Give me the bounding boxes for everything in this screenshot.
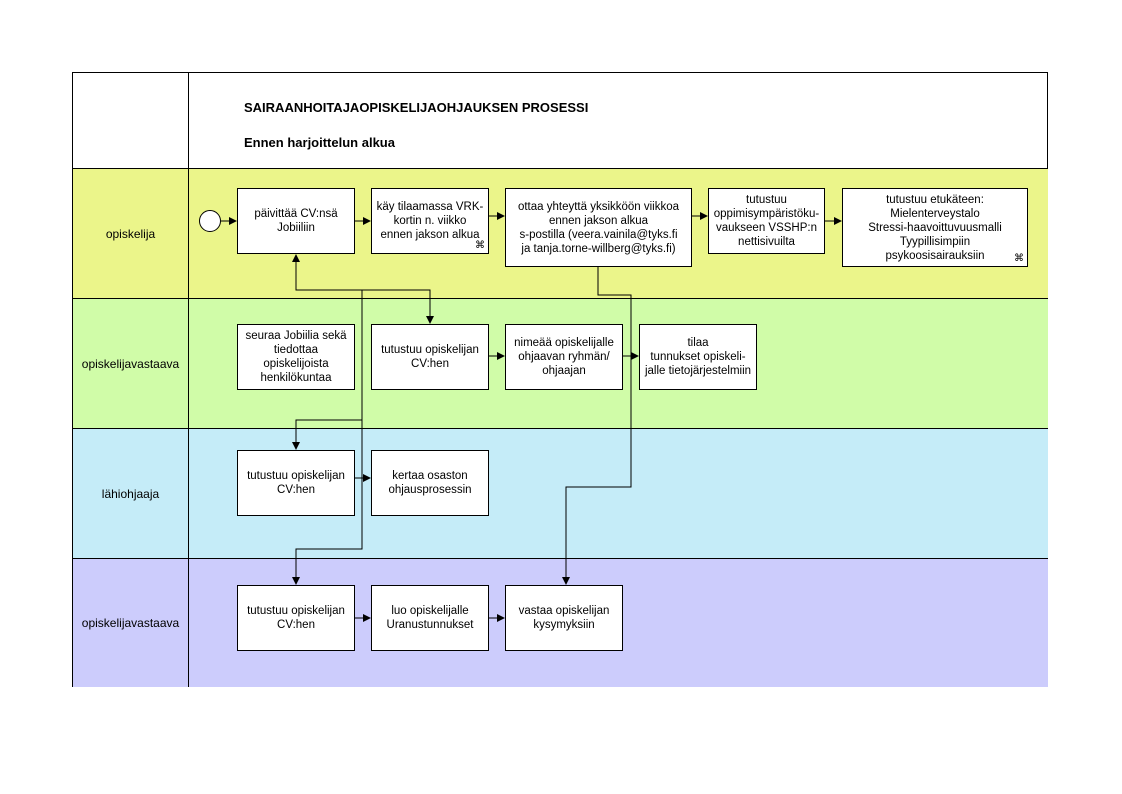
lane-label: opiskelija <box>73 169 189 298</box>
step-order-vrk-card: käy tilaamassa VRK- kortin n. viikko enn… <box>371 188 489 254</box>
lane-label: opiskelijavastaava <box>73 299 189 428</box>
step-order-vrk-card-label: käy tilaamassa VRK- kortin n. viikko enn… <box>376 201 484 241</box>
step-study-environment: tutustuu oppimisympäristöku- vaukseen VS… <box>708 188 825 254</box>
step-read-cv-supervisor: tutustuu opiskelijan CV:hen <box>237 450 355 516</box>
step-update-cv: päivittää CV:nsä Jobiiliin <box>237 188 355 254</box>
diagram-title: SAIRAANHOITAJAOPISKELIJAOHJAUKSEN PROSES… <box>244 100 589 115</box>
step-read-cv-coordinator-2: tutustuu opiskelijan CV:hen <box>237 585 355 651</box>
header-left-cell <box>73 73 189 168</box>
lane-label: lähiohjaaja <box>73 429 189 558</box>
step-answer-questions: vastaa opiskelijan kysymyksiin <box>505 585 623 651</box>
subprocess-icon: ⌘ <box>475 240 485 251</box>
step-study-in-advance: tutustuu etukäteen: Mielenterveystalo St… <box>842 188 1028 267</box>
start-event-icon <box>199 210 221 232</box>
step-order-credentials: tilaa tunnukset opiskeli- jalle tietojär… <box>639 324 757 390</box>
step-assign-supervisor: nimeää opiskelijalle ohjaavan ryhmän/ oh… <box>505 324 623 390</box>
lane-lahiohjaaja: lähiohjaaja <box>73 428 1048 558</box>
step-review-guidance: kertaa osaston ohjausprosessin <box>371 450 489 516</box>
step-contact-unit: ottaa yhteyttä yksikköön viikkoa ennen j… <box>505 188 692 267</box>
step-read-cv-coordinator: tutustuu opiskelijan CV:hen <box>371 324 489 390</box>
subprocess-icon: ⌘ <box>1014 253 1024 264</box>
lane-label: opiskelijavastaava <box>73 559 189 687</box>
step-follow-jobiili: seuraa Jobiilia sekä tiedottaa opiskelij… <box>237 324 355 390</box>
step-study-in-advance-label: tutustuu etukäteen: Mielenterveystalo St… <box>868 193 1002 262</box>
diagram-subtitle: Ennen harjoittelun alkua <box>244 135 395 150</box>
step-create-uranus: luo opiskelijalle Uranustunnukset <box>371 585 489 651</box>
